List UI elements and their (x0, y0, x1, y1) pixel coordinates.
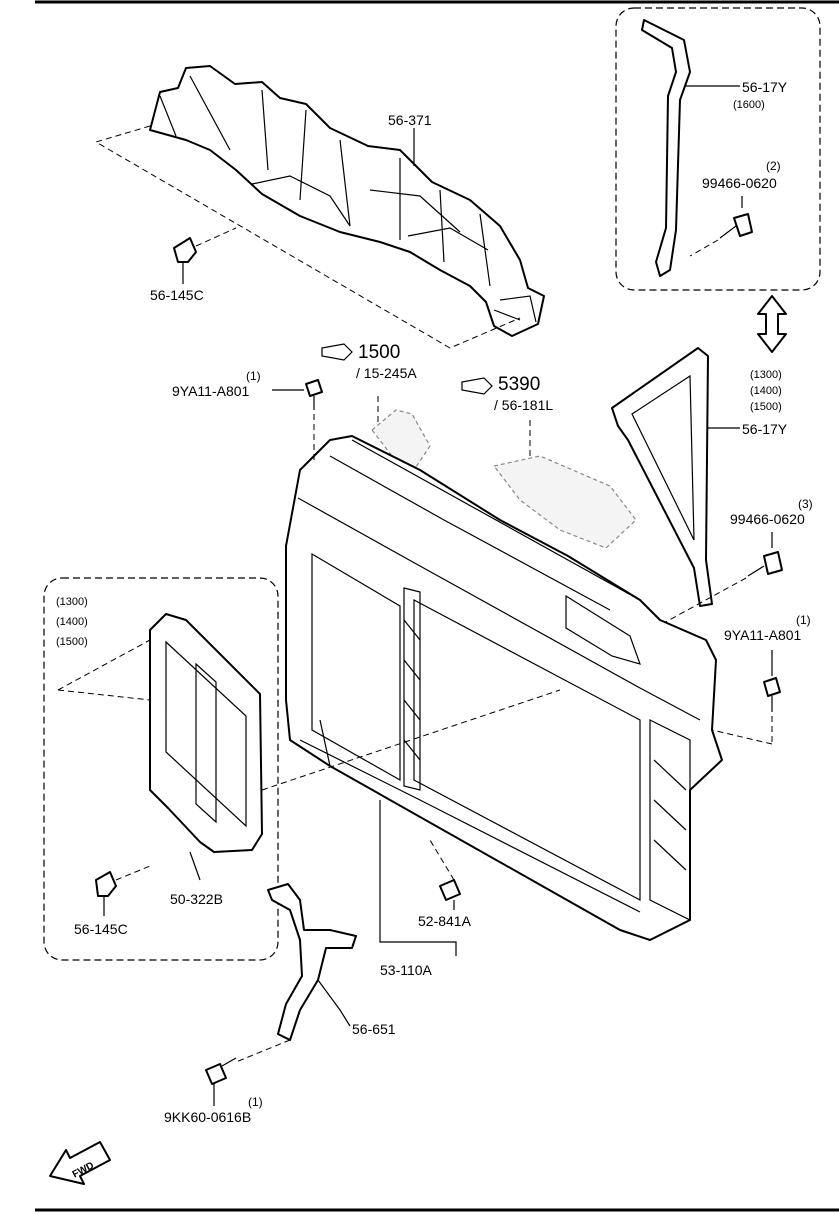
label-9ya11-right-qty: (1) (796, 613, 811, 627)
label-56-17y-top: 56-17Y (742, 79, 788, 95)
label-56-145c-bottom: 56-145C (74, 921, 128, 937)
label-56-17y-right-note-1: (1300) (750, 369, 782, 381)
label-56-17y-top-note: (1600) (733, 99, 765, 111)
label-99466-top-qty: (2) (766, 159, 781, 173)
fwd-arrow-icon (49, 1141, 111, 1185)
label-50-322b: 50-322B (170, 891, 223, 907)
label-ref-1500: 1500 (358, 342, 400, 363)
label-9kk60: 9KK60-0616B (164, 1109, 251, 1125)
air-guide-50-322b (57, 613, 561, 881)
label-9ya11-right: 9YA11-A801 (724, 627, 802, 643)
label-99466-top: 99466-0620 (702, 175, 777, 191)
clip-56-145c-bottom (95, 865, 151, 916)
label-50-322b-note-1: (1300) (56, 596, 88, 608)
label-50-322b-note-3: (1500) (56, 636, 88, 648)
label-9ya11-left-qty: (1) (246, 369, 261, 383)
label-56-17y-right: 56-17Y (742, 421, 788, 437)
leader-56-371-outline (94, 125, 521, 349)
nut-52-841a (429, 839, 461, 910)
label-56-145c-top: 56-145C (150, 287, 204, 303)
radiator-support-53-110a (285, 435, 723, 941)
bolt-9ya11-right (711, 650, 781, 745)
ref-arrow-icon (321, 343, 493, 395)
group-frame-top-right (615, 7, 821, 291)
label-ref-5390: 5390 (498, 374, 540, 395)
label-56-651: 56-651 (352, 1021, 396, 1037)
label-56-371: 56-371 (388, 112, 432, 128)
ref-part-15-245a (371, 409, 431, 471)
upper-shroud-56-371 (149, 65, 545, 337)
bolt-99466-top (689, 196, 753, 257)
label-56-17y-right-note-2: (1400) (750, 385, 782, 397)
label-50-322b-note-2: (1400) (56, 616, 88, 628)
label-52-841a: 52-841A (418, 913, 472, 929)
group-frame-left (43, 577, 279, 961)
bracket-56-17y-right (611, 347, 740, 607)
label-56-17y-right-note-3: (1500) (750, 401, 782, 413)
label-ref-15-245a: / 15-245A (356, 365, 417, 381)
bolt-9kk60 (205, 1057, 237, 1106)
label-9ya11-left: 9YA11-A801 (172, 383, 250, 399)
ref-part-56-181l (492, 455, 637, 549)
label-53-110a: 53-110A (380, 962, 433, 978)
label-99466-right: 99466-0620 (730, 511, 805, 527)
bolt-9ya11-left (272, 379, 323, 460)
label-ref-56-181l: / 56-181L (494, 397, 553, 413)
label-9kk60-qty: (1) (248, 1095, 263, 1109)
clip-56-145c-top (173, 227, 237, 284)
bolt-99466-right (639, 532, 783, 637)
bracket-56-17y-top (641, 19, 740, 277)
double-arrow (757, 295, 787, 353)
bracket-56-651 (235, 883, 357, 1063)
leader-53-110a (379, 800, 457, 956)
label-99466-right-qty: (3) (798, 497, 813, 511)
